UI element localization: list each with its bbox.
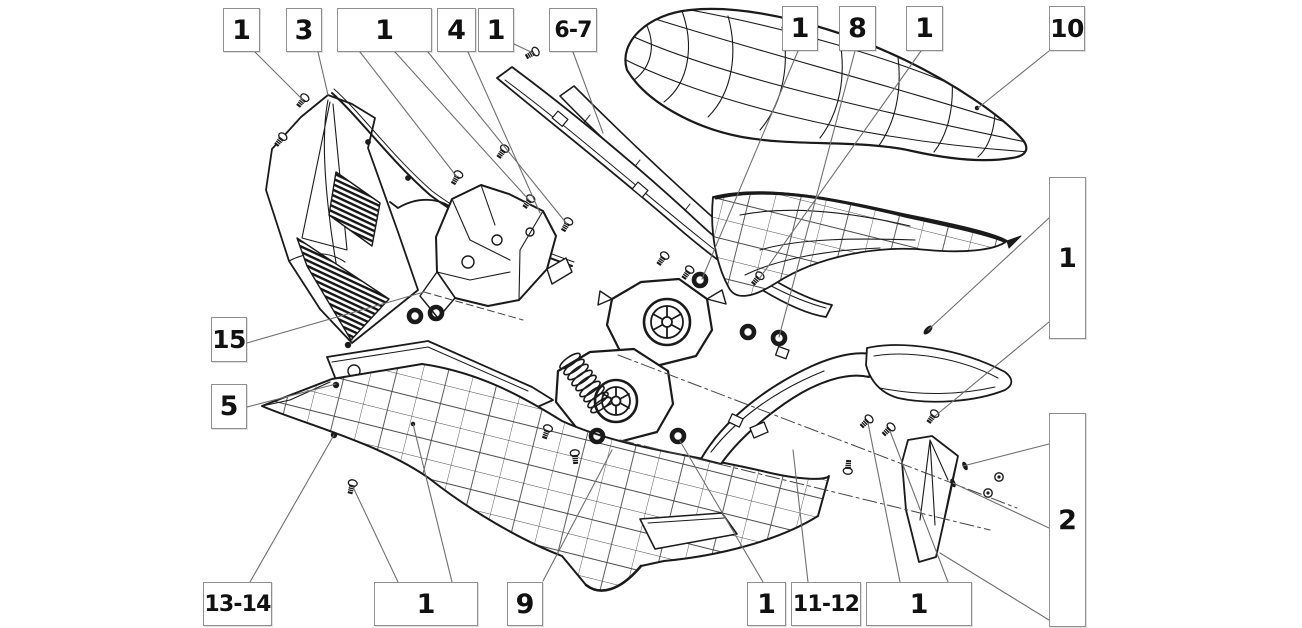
callout-bottom-13-14[interactable]: 13-14 <box>203 582 272 626</box>
underseat-panel-drawing <box>261 363 830 592</box>
callout-left-5[interactable]: 5 <box>211 384 247 429</box>
leader-line-top-8 <box>778 50 856 338</box>
leader-line-right-2 <box>952 482 1050 529</box>
leader-line-bottom-1c <box>889 430 949 583</box>
spring-drawing <box>559 352 612 414</box>
leader-line-bottom-11-12 <box>792 449 809 583</box>
leader-line-left-15 <box>246 291 425 344</box>
leader-line-top-1d <box>701 50 799 280</box>
leader-line-top-1b <box>359 51 458 178</box>
callout-top-8[interactable]: 8 <box>839 6 876 51</box>
rear-fender-drawing <box>700 344 1013 465</box>
leader-line-top-1c <box>513 43 534 54</box>
callout-right-1[interactable]: 1 <box>1049 177 1086 339</box>
callout-bottom-1a[interactable]: 1 <box>374 582 478 626</box>
leader-line-top-1a <box>254 51 304 101</box>
leader-line-bottom-13-14 <box>249 434 335 583</box>
side-cover-drawing <box>901 435 959 563</box>
leader-line-right-2 <box>939 552 1050 621</box>
leader-line-right-2 <box>962 443 1050 467</box>
leader-line-bottom-9 <box>542 449 613 582</box>
callout-right-2[interactable]: 2 <box>1049 413 1086 627</box>
leader-line-right-1 <box>934 321 1050 417</box>
leader-line-bottom-1a <box>352 486 399 583</box>
callout-bottom-9[interactable]: 9 <box>507 582 543 626</box>
side-fairing-drawing <box>711 191 1022 297</box>
leader-line-bottom-1c <box>867 422 901 583</box>
mount-bracket-drawing <box>389 184 573 319</box>
callout-bottom-1b[interactable]: 1 <box>747 582 786 626</box>
callout-top-3[interactable]: 3 <box>286 8 322 52</box>
leader-line-top-6-7 <box>572 51 604 134</box>
leader-line-bottom-1a <box>412 423 453 583</box>
callout-top-1a[interactable]: 1 <box>223 8 260 52</box>
callout-top-1e[interactable]: 1 <box>906 6 943 51</box>
callout-top-1c[interactable]: 1 <box>478 8 514 52</box>
callout-left-15[interactable]: 15 <box>211 317 247 362</box>
callout-top-1d[interactable]: 1 <box>782 6 818 51</box>
callout-bottom-11-12[interactable]: 11-12 <box>791 582 861 626</box>
leader-line-top-4 <box>467 51 541 214</box>
leader-line-bottom-1b <box>679 440 764 583</box>
leader-line-top-10 <box>977 50 1050 109</box>
seat-drawing <box>624 7 1028 162</box>
leader-line-top-1b <box>394 51 530 201</box>
leader-line-left-5 <box>246 383 337 408</box>
cover-grille-drawings <box>554 277 727 445</box>
leader-lines <box>246 43 1050 621</box>
callout-bottom-1c[interactable]: 1 <box>866 582 972 626</box>
leader-line-right-1 <box>927 217 1050 331</box>
leader-line-top-1b <box>427 51 568 225</box>
callout-top-1b[interactable]: 1 <box>337 8 432 52</box>
callout-top-10[interactable]: 10 <box>1049 6 1085 51</box>
callout-top-6-7[interactable]: 6-7 <box>549 8 597 52</box>
leader-line-top-3 <box>317 51 329 96</box>
callout-top-4[interactable]: 4 <box>437 8 476 52</box>
leader-line-top-1e <box>758 50 922 280</box>
